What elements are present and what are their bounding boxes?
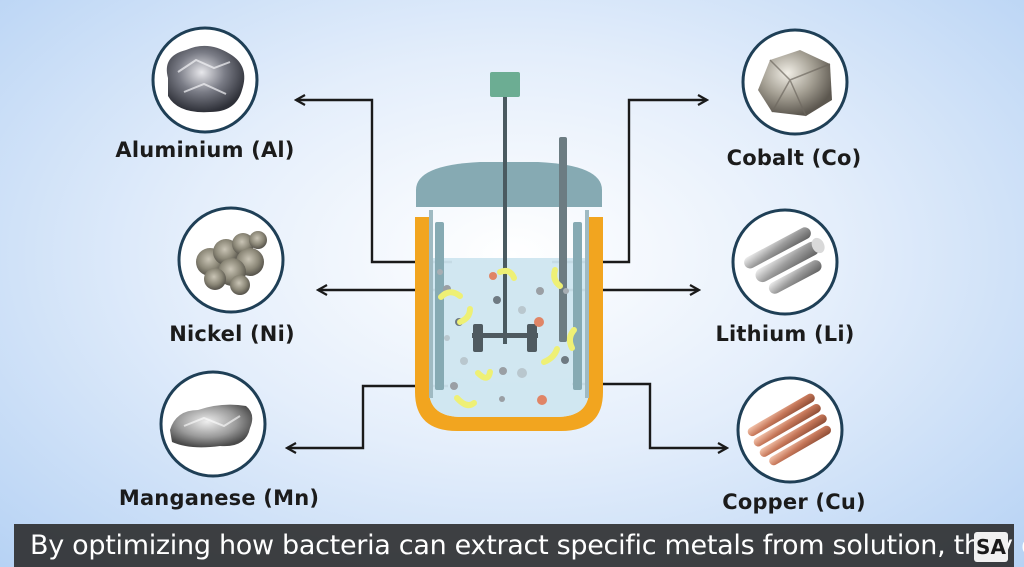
label-nickel: Nickel (Ni) xyxy=(169,322,295,346)
bacteria xyxy=(438,267,577,409)
bioreactor xyxy=(415,72,603,431)
manganese-image xyxy=(159,370,267,478)
label-aluminium: Aluminium (Al) xyxy=(115,138,295,162)
reactor-jacket xyxy=(415,217,603,431)
arrow-to-aluminium xyxy=(296,100,452,264)
particles xyxy=(437,269,569,405)
arrow-to-copper xyxy=(572,382,727,448)
arrow-to-manganese xyxy=(287,384,448,448)
motor xyxy=(490,72,520,97)
cobalt-image xyxy=(741,28,849,136)
aluminium-image xyxy=(151,26,259,134)
caption-text: By optimizing how bacteria can extract s… xyxy=(30,530,1024,561)
lithium-image xyxy=(731,208,839,316)
baffle-left xyxy=(435,222,444,390)
label-cobalt: Cobalt (Co) xyxy=(726,146,862,170)
nickel-image xyxy=(177,206,285,314)
reactor-lid xyxy=(416,162,602,207)
label-lithium: Lithium (Li) xyxy=(715,322,855,346)
caption-bar: By optimizing how bacteria can extract s… xyxy=(14,524,1024,567)
baffle-right xyxy=(573,222,582,390)
label-copper: Copper (Cu) xyxy=(722,490,866,514)
channel-logo: SA xyxy=(974,532,1008,562)
copper-image xyxy=(736,376,844,484)
probe xyxy=(559,137,567,342)
label-manganese: Manganese (Mn) xyxy=(118,486,320,510)
